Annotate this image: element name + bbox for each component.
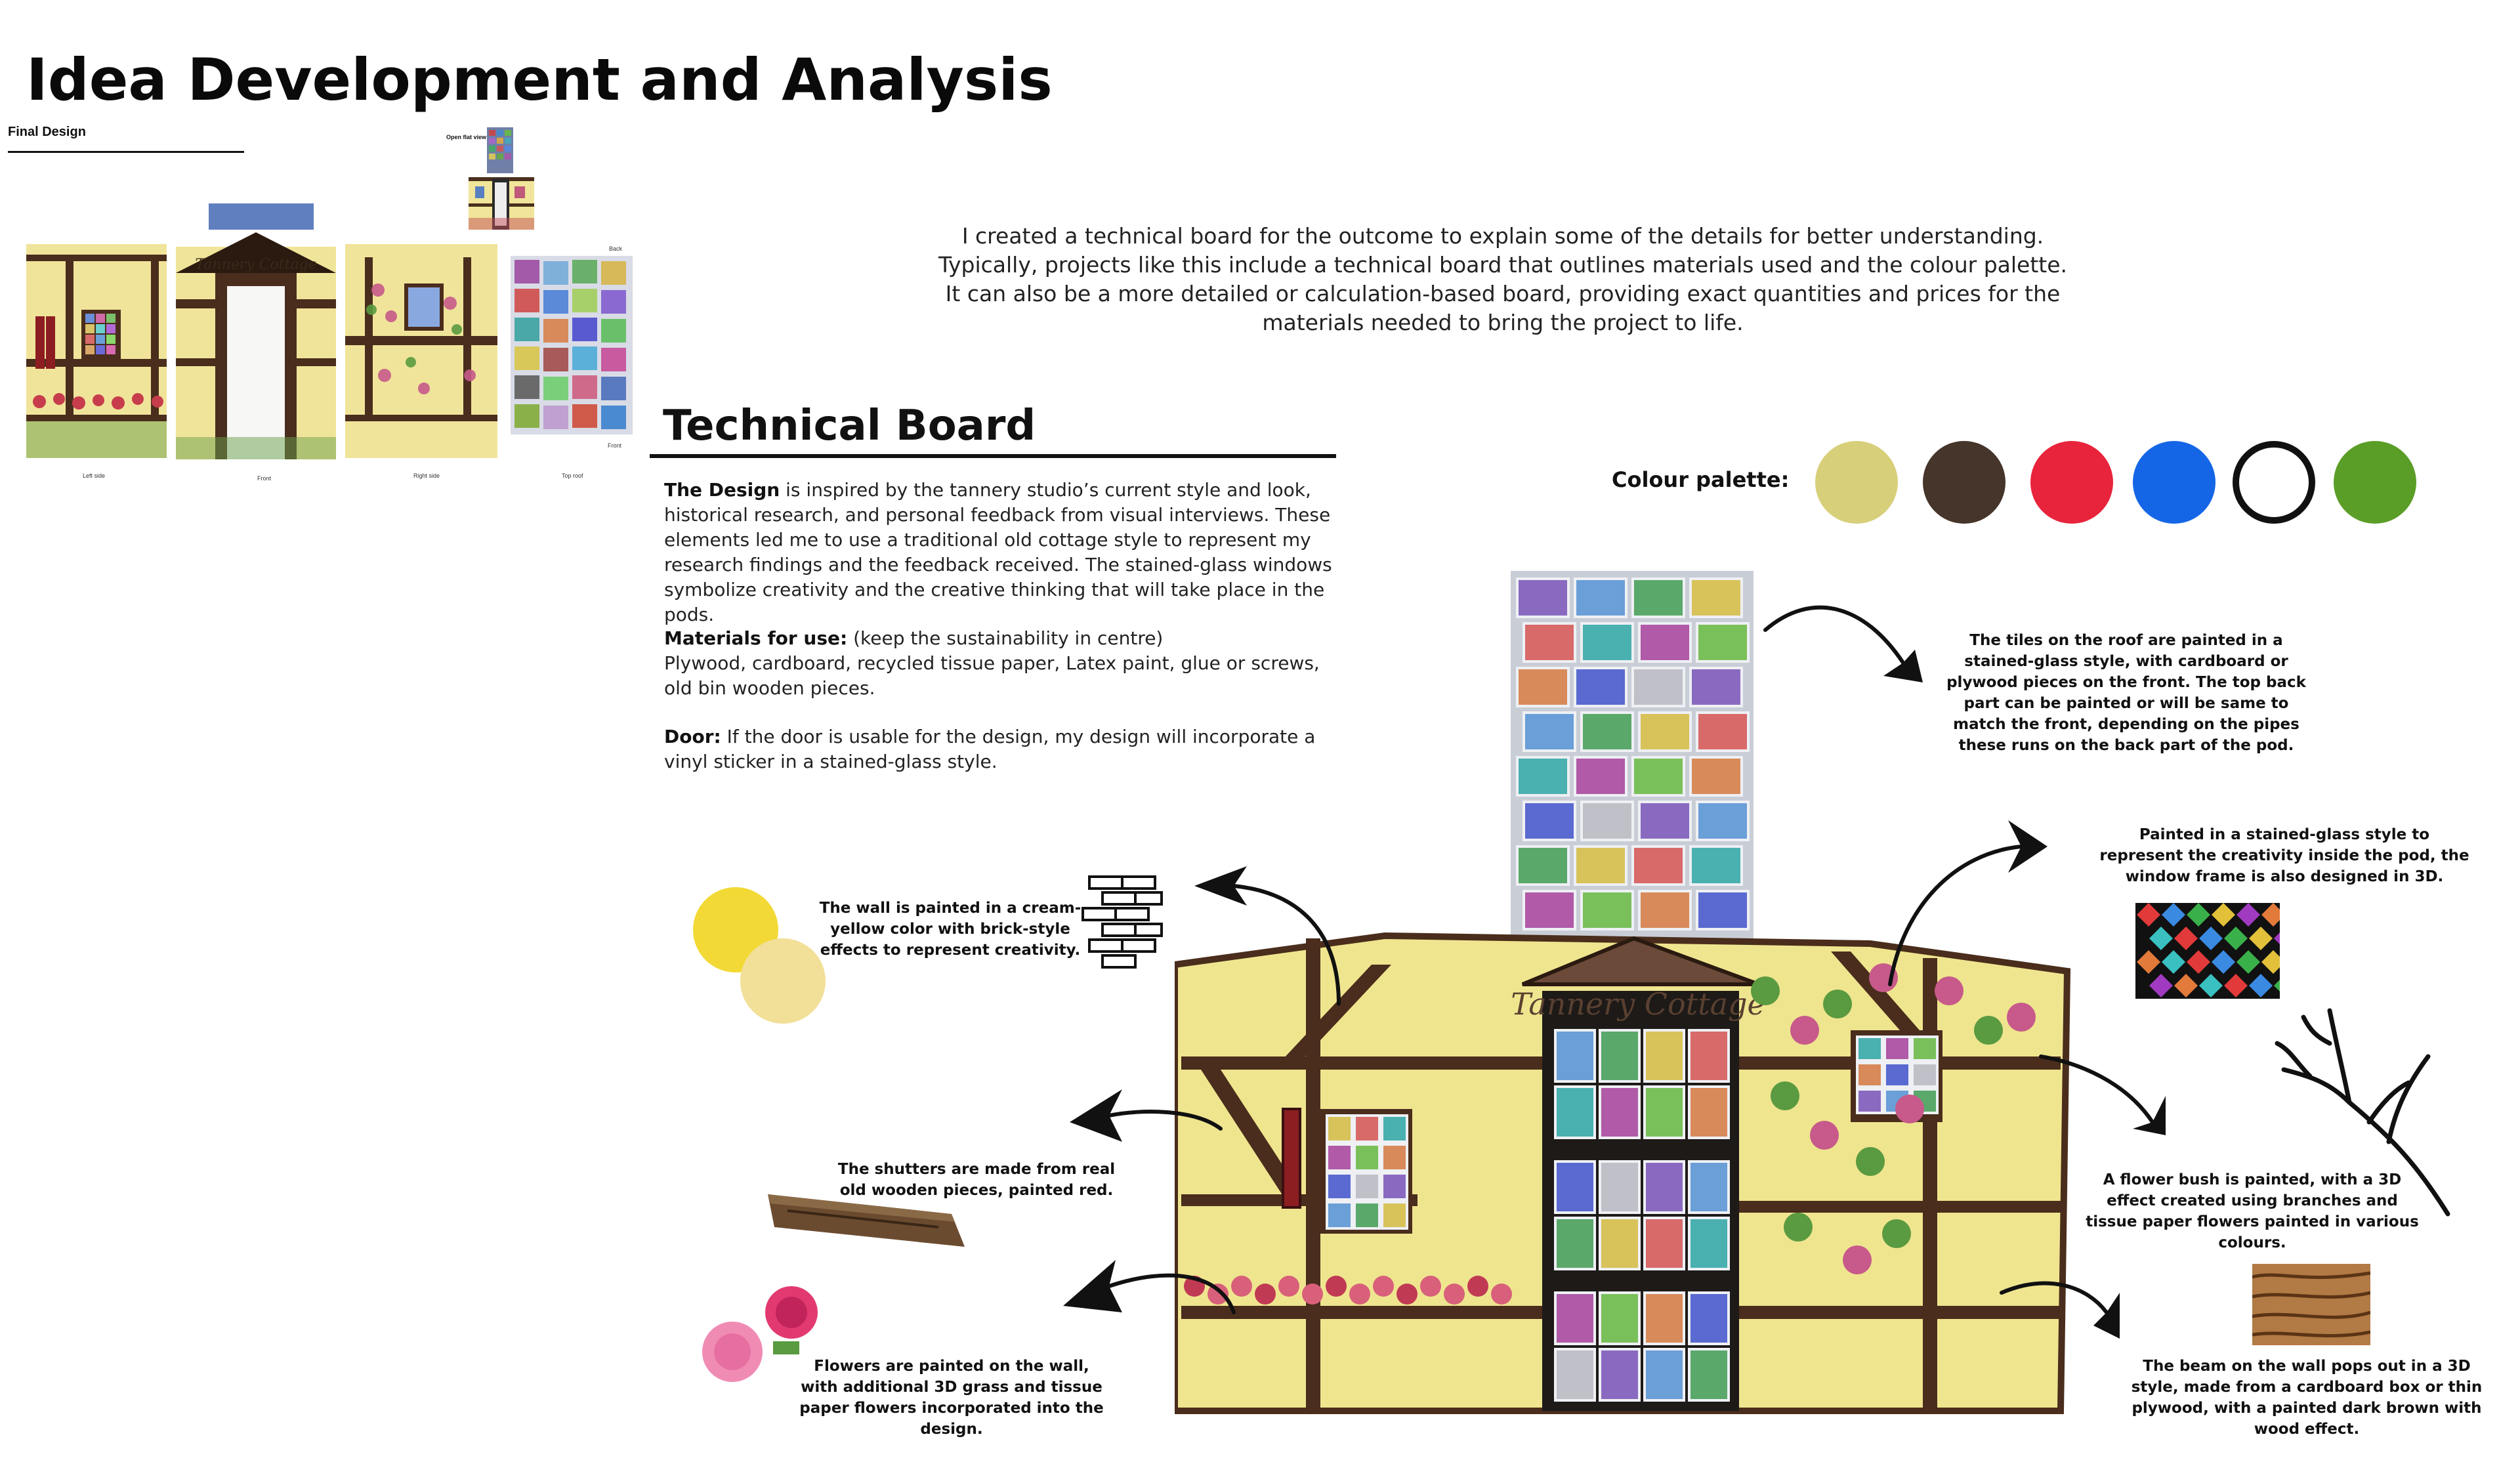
annotation-shutters: The shutters are made from real old wood… <box>837 1161 1116 1199</box>
annotation-flowers: Flowers are painted on the wall, with ad… <box>799 1358 1104 1438</box>
design-paragraph: The Design is inspired by the tannery st… <box>664 478 1347 627</box>
brick-icon <box>1076 873 1168 978</box>
technical-board-rule <box>650 454 1336 458</box>
thumbnail-left-side <box>26 244 167 458</box>
swatch-dark-brown <box>1923 441 2006 524</box>
caption-back: Back <box>609 245 623 252</box>
branch-icon <box>2271 1004 2461 1221</box>
thumbnail-right-side <box>345 244 497 458</box>
swatch-green <box>2334 441 2416 524</box>
thumbnail-3d-view <box>467 126 536 232</box>
annotation-window: Painted in a stained-glass style to repr… <box>2099 826 2469 885</box>
tissue-paper-flowers <box>694 1284 826 1395</box>
materials-note: (keep the sustainability in centre) <box>847 627 1164 649</box>
cottage-sign: Tannery Cottage <box>1511 986 1765 1022</box>
materials-label: Materials for use: <box>664 627 848 649</box>
door-label: Door: <box>664 726 721 747</box>
cottage-illustration: Tannery Cottage <box>1171 571 2080 1424</box>
swatch-cream-yellow <box>1815 441 1898 524</box>
design-label: The Design <box>664 479 780 501</box>
annotation-roof-tiles: The tiles on the roof are painted in a s… <box>1946 632 2306 754</box>
technical-board-title: Technical Board <box>663 402 1036 450</box>
swatch-blue <box>2133 441 2216 524</box>
wood-texture-sample <box>2252 1264 2371 1345</box>
swatch-white <box>2233 441 2315 524</box>
swatch-red <box>2030 441 2113 524</box>
door-paragraph: Door: If the door is usable for the desi… <box>664 724 1347 774</box>
svg-text:Tannery Cottage: Tannery Cottage <box>195 257 316 273</box>
caption-front: Front <box>257 475 272 482</box>
stained-glass-sample <box>2135 903 2298 999</box>
annotation-beam: The beam on the wall pops out in a 3D st… <box>2131 1358 2483 1438</box>
open-flat-view-label: Open flat view <box>446 134 487 140</box>
page-title: Idea Development and Analysis <box>26 46 1053 114</box>
design-text: is inspired by the tannery studio’s curr… <box>664 479 1332 625</box>
caption-left-side: Left side <box>83 472 106 479</box>
annotation-flower-bush: A flower bush is painted, with a 3D effe… <box>2086 1171 2419 1251</box>
intro-paragraph: I created a technical board for the outc… <box>938 223 2068 335</box>
old-wood-piece <box>761 1175 971 1253</box>
caption-front-roof: Front <box>608 442 622 449</box>
final-design-label: Final Design <box>8 125 86 139</box>
caption-right-side: Right side <box>413 472 440 479</box>
colour-palette-label: Colour palette: <box>1612 467 1790 492</box>
materials-paragraph: Materials for use: (keep the sustainabil… <box>664 626 1347 701</box>
caption-top-roof: Top roof <box>562 472 583 479</box>
thumbnail-roof-strip <box>209 203 314 230</box>
final-design-underline <box>8 151 244 153</box>
materials-text: Plywood, cardboard, recycled tissue pape… <box>664 652 1320 699</box>
door-text: If the door is usable for the design, my… <box>664 726 1316 772</box>
wall-colour-circle-2 <box>740 938 826 1024</box>
thumbnail-top-roof <box>511 256 633 434</box>
thumbnail-front: Tannery Cottage <box>176 227 336 459</box>
annotation-wall: The wall is painted in a cream-yellow co… <box>819 900 1082 959</box>
